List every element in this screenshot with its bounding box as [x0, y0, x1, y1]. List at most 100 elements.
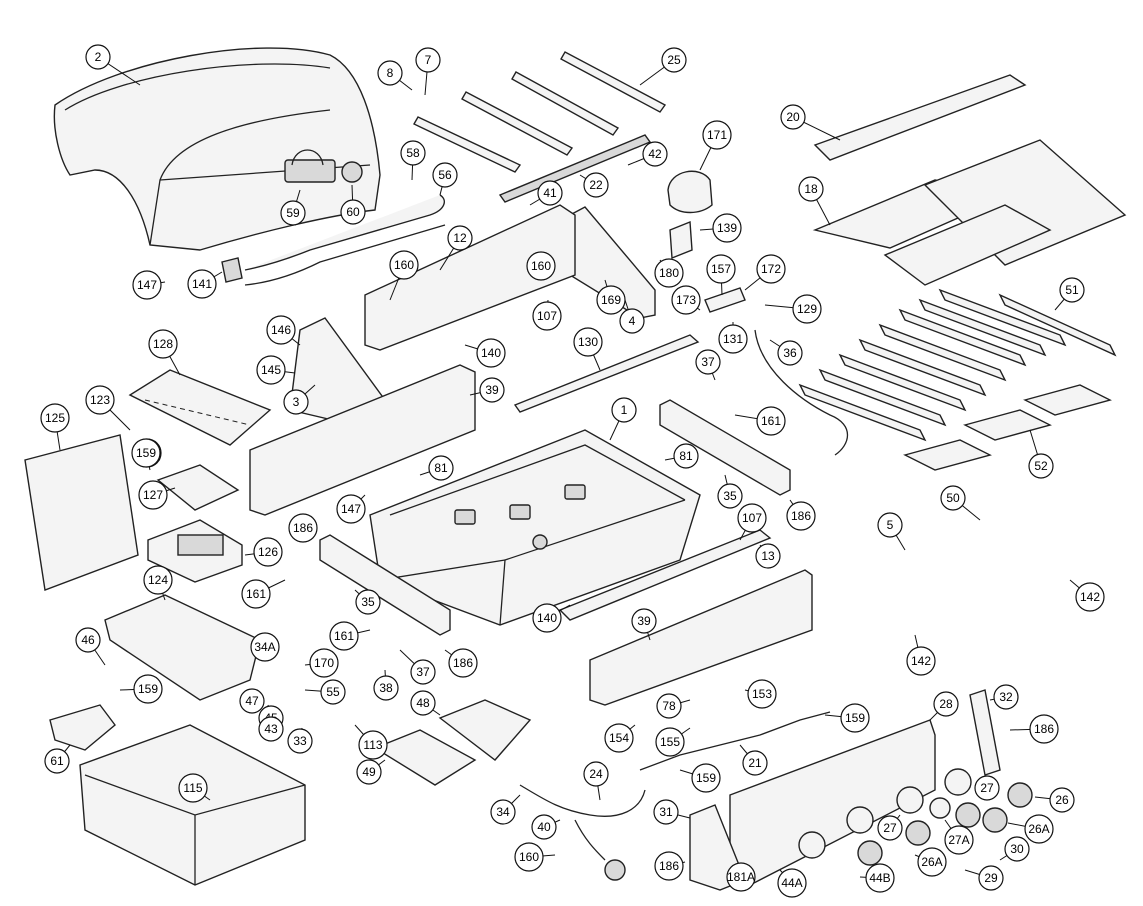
callout-circle [583, 761, 609, 787]
part-callout: 28 [933, 691, 959, 717]
part-callout: 142 [906, 646, 936, 676]
callout-label: 13 [761, 549, 775, 563]
callout-label: 125 [45, 411, 65, 425]
callout-circle [514, 842, 544, 872]
callout-circle [187, 269, 217, 299]
part-callout: 36 [777, 340, 803, 366]
callout-label: 51 [1065, 283, 1079, 297]
callout-label: 12 [453, 231, 467, 245]
part-callout: 51 [1059, 277, 1085, 303]
callout-circle [993, 684, 1019, 710]
cooking-grids [812, 74, 1127, 286]
callout-circle [642, 141, 668, 167]
part-callout: 25 [661, 47, 687, 73]
warming-rack [128, 369, 272, 446]
part-callout: 142 [1075, 582, 1105, 612]
callout-label: 61 [50, 754, 64, 768]
callout-label: 4 [629, 314, 636, 328]
part-callout: 159 [133, 674, 163, 704]
part-callout: 81 [428, 455, 454, 481]
callout-label: 34A [254, 640, 275, 654]
part-callout: 34 [490, 799, 516, 825]
callout-circle [340, 199, 366, 225]
callout-label: 37 [701, 355, 715, 369]
callout-label: 180 [659, 266, 679, 280]
callout-circle [755, 543, 781, 569]
callout-circle [138, 480, 168, 510]
frame-panels [249, 364, 813, 706]
part-callout: 21 [742, 750, 768, 776]
callout-circle [85, 44, 111, 70]
callout-label: 186 [293, 521, 313, 535]
part-callout: 147 [132, 270, 162, 300]
callout-label: 124 [148, 573, 168, 587]
callout-label: 130 [578, 335, 598, 349]
callout-circle [933, 691, 959, 717]
callout-label: 142 [911, 654, 931, 668]
callout-label: 107 [537, 309, 557, 323]
callout-circle [695, 349, 721, 375]
callout-label: 172 [761, 262, 781, 276]
callout-label: 139 [717, 221, 737, 235]
callout-circle [358, 730, 388, 760]
callout-label: 186 [1034, 722, 1054, 736]
valves-igniter [519, 711, 831, 881]
part-callout: 160 [389, 250, 419, 280]
callout-label: 131 [723, 332, 743, 346]
callout-circle [712, 213, 742, 243]
part-callout: 153 [747, 679, 777, 709]
part-callout: 7 [415, 47, 441, 73]
callout-circle [85, 385, 115, 415]
callout-circle [1028, 453, 1054, 479]
part-callout: 186 [288, 513, 318, 543]
callout-circle [798, 176, 824, 202]
callout-circle [389, 250, 419, 280]
callout-label: 46 [81, 633, 95, 647]
callout-label: 49 [362, 765, 376, 779]
part-callout: 32 [993, 684, 1019, 710]
callout-label: 43 [264, 722, 278, 736]
part-callout: 186 [448, 648, 478, 678]
callout-circle [526, 251, 556, 281]
callout-label: 161 [246, 587, 266, 601]
callout-circle [532, 603, 562, 633]
callout-label: 27 [980, 781, 994, 795]
callout-circle [479, 377, 505, 403]
part-callout: 124 [143, 565, 173, 595]
part-callout: 161 [241, 579, 271, 609]
flavorizer-bars [798, 288, 1117, 442]
callout-circle [356, 759, 382, 785]
part-callout: 186 [654, 851, 684, 881]
part-callout: 40 [531, 814, 557, 840]
callout-circle [448, 648, 478, 678]
callout-circle [532, 301, 562, 331]
callout-label: 25 [667, 53, 681, 67]
part-callout: 161 [329, 621, 359, 651]
part-callout: 131 [718, 324, 748, 354]
callout-circle [287, 728, 313, 754]
part-callout: 52 [1028, 453, 1054, 479]
part-callout: 35 [717, 483, 743, 509]
callout-circle [373, 675, 399, 701]
part-callout: 33 [287, 728, 313, 754]
callout-label: 181A [727, 870, 755, 884]
part-callout: 161 [756, 406, 786, 436]
callout-label: 47 [245, 694, 259, 708]
part-callout: 129 [792, 294, 822, 324]
callout-circle [432, 162, 458, 188]
part-callout: 27 [974, 775, 1000, 801]
part-callout: 130 [573, 327, 603, 357]
callout-label: 39 [637, 614, 651, 628]
manifold [513, 329, 848, 456]
part-callout: 78 [656, 693, 682, 719]
callout-circle [940, 485, 966, 511]
callout-circle [756, 406, 786, 436]
callout-label: 56 [438, 168, 452, 182]
part-callout: 39 [631, 608, 657, 634]
callout-label: 7 [425, 53, 432, 67]
callout-circle [239, 688, 265, 714]
callout-circle [143, 565, 173, 595]
callout-circle [1024, 814, 1054, 844]
callout-circle [654, 851, 684, 881]
part-callout: 159 [691, 763, 721, 793]
